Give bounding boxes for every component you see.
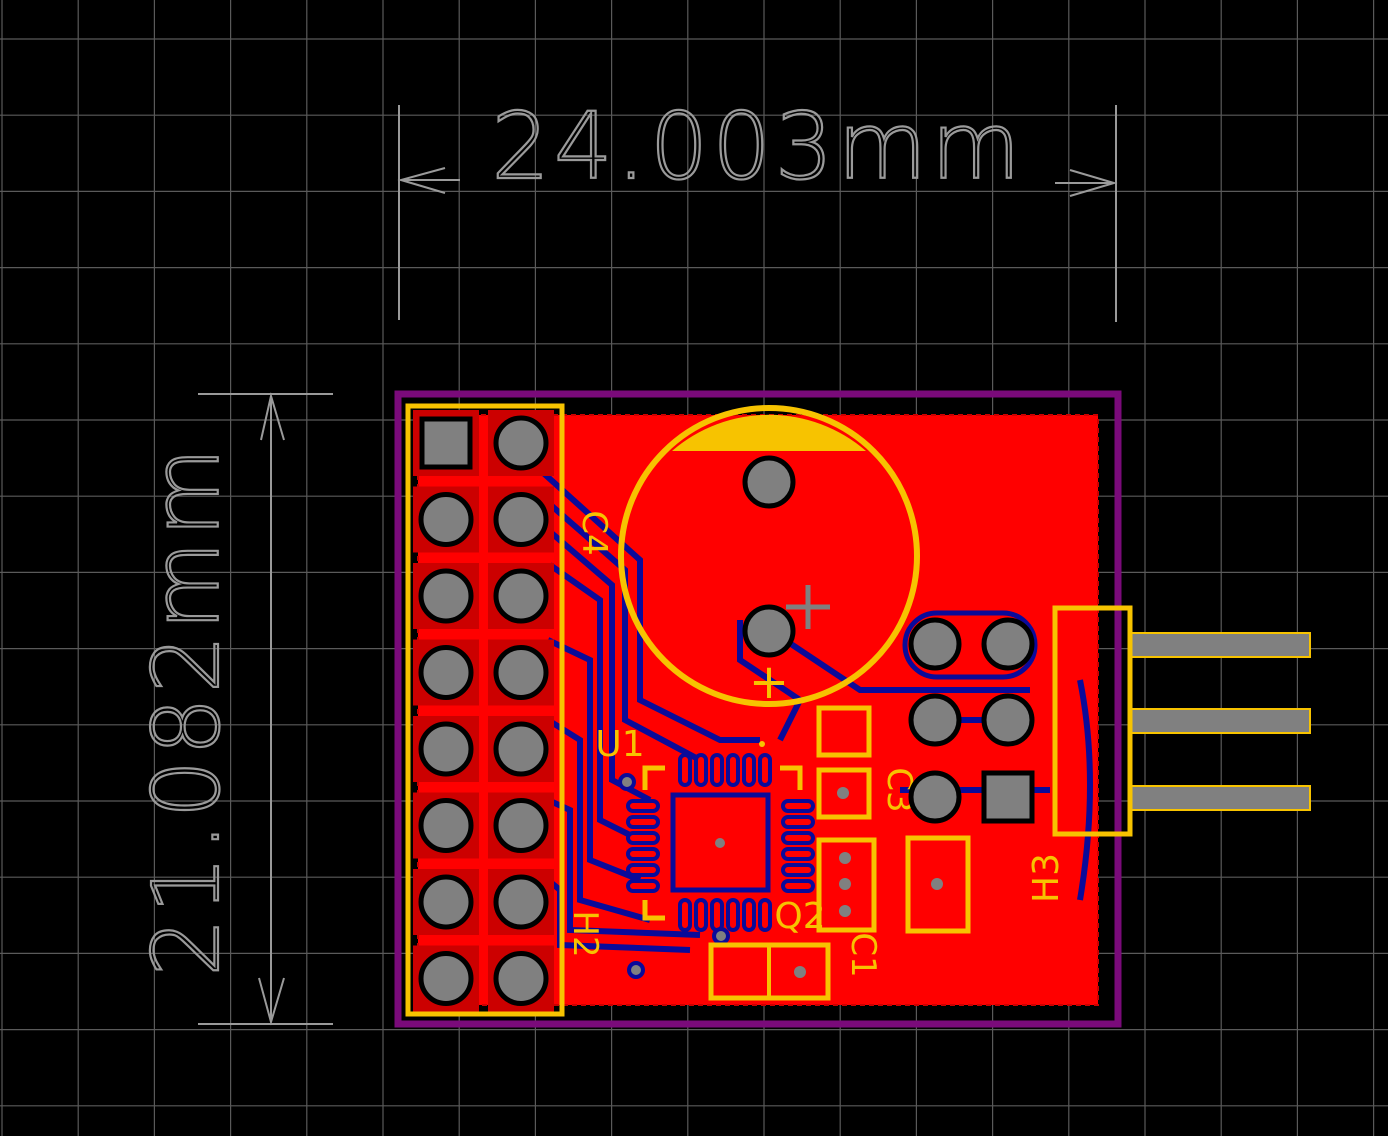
designator-h2: H2: [565, 910, 605, 957]
header-h2-pads: [413, 410, 554, 1012]
h2-pad: [419, 416, 473, 470]
board-outline: [394, 390, 1122, 1028]
h2-pad: [493, 798, 549, 853]
height-dimension-label: 21.082mm: [133, 443, 240, 976]
header-h3: [1052, 605, 1311, 837]
u1-pin: [626, 879, 660, 893]
h2-pad: [493, 874, 549, 930]
u1-pin: [781, 815, 815, 829]
u1-pin: [726, 898, 740, 932]
designator-q2: Q2: [774, 896, 825, 937]
designator-c1: C1: [843, 932, 883, 977]
u1-pin: [694, 898, 708, 932]
designator-c4: C4: [574, 510, 614, 555]
u1-pin: [781, 799, 815, 813]
u1-pin: [626, 815, 660, 829]
width-dimension-label: 24.003mm: [491, 93, 1024, 200]
h2-pad: [418, 645, 474, 700]
h2-pad: [493, 568, 549, 624]
width-dimension: [397, 105, 1118, 322]
u1-pin: [626, 863, 660, 877]
u1-pin: [781, 831, 815, 845]
u1-pin: [781, 847, 815, 861]
polarity-plus-silk: +: [749, 654, 789, 710]
h2-pad: [418, 951, 474, 1006]
h2-pad: [493, 951, 549, 1006]
u1-pin: [758, 898, 772, 932]
capacitor-c4: +: [618, 405, 920, 710]
u1-pin: [781, 863, 815, 877]
u1-pin: [742, 898, 756, 932]
height-dimension: [198, 392, 333, 1026]
h2-pad: [418, 568, 474, 624]
ic-u1: [626, 741, 815, 932]
header-h2-outline: [405, 403, 565, 1017]
h2-pad: [418, 721, 474, 777]
u1-pin: [781, 879, 815, 893]
vias: [618, 773, 730, 979]
h2-pad: [418, 874, 474, 930]
u1-pin: [710, 898, 724, 932]
h2-pad: [493, 721, 549, 777]
u1-pin: [726, 753, 740, 787]
u1-pin: [710, 753, 724, 787]
h2-pad: [493, 492, 549, 547]
through-hole-pads: [902, 610, 1038, 824]
capacitor-c1: [708, 942, 831, 1001]
transistor-q2: [816, 837, 877, 933]
u1-pin: [678, 753, 692, 787]
u1-pin: [758, 753, 772, 787]
u1-pin: [626, 847, 660, 861]
smd-component: [905, 835, 971, 934]
designator-u1: U1: [595, 724, 644, 765]
h2-pad: [493, 415, 549, 471]
designator-h3: H3: [1026, 853, 1067, 903]
u1-pin: [742, 753, 756, 787]
u1-pin: [626, 799, 660, 813]
capacitor-c3: [816, 705, 872, 820]
h2-pad: [418, 798, 474, 853]
h2-pad: [418, 492, 474, 547]
u1-pin: [678, 898, 692, 932]
u1-pin: [626, 831, 660, 845]
h2-pad: [493, 645, 549, 700]
u1-pin: [694, 753, 708, 787]
